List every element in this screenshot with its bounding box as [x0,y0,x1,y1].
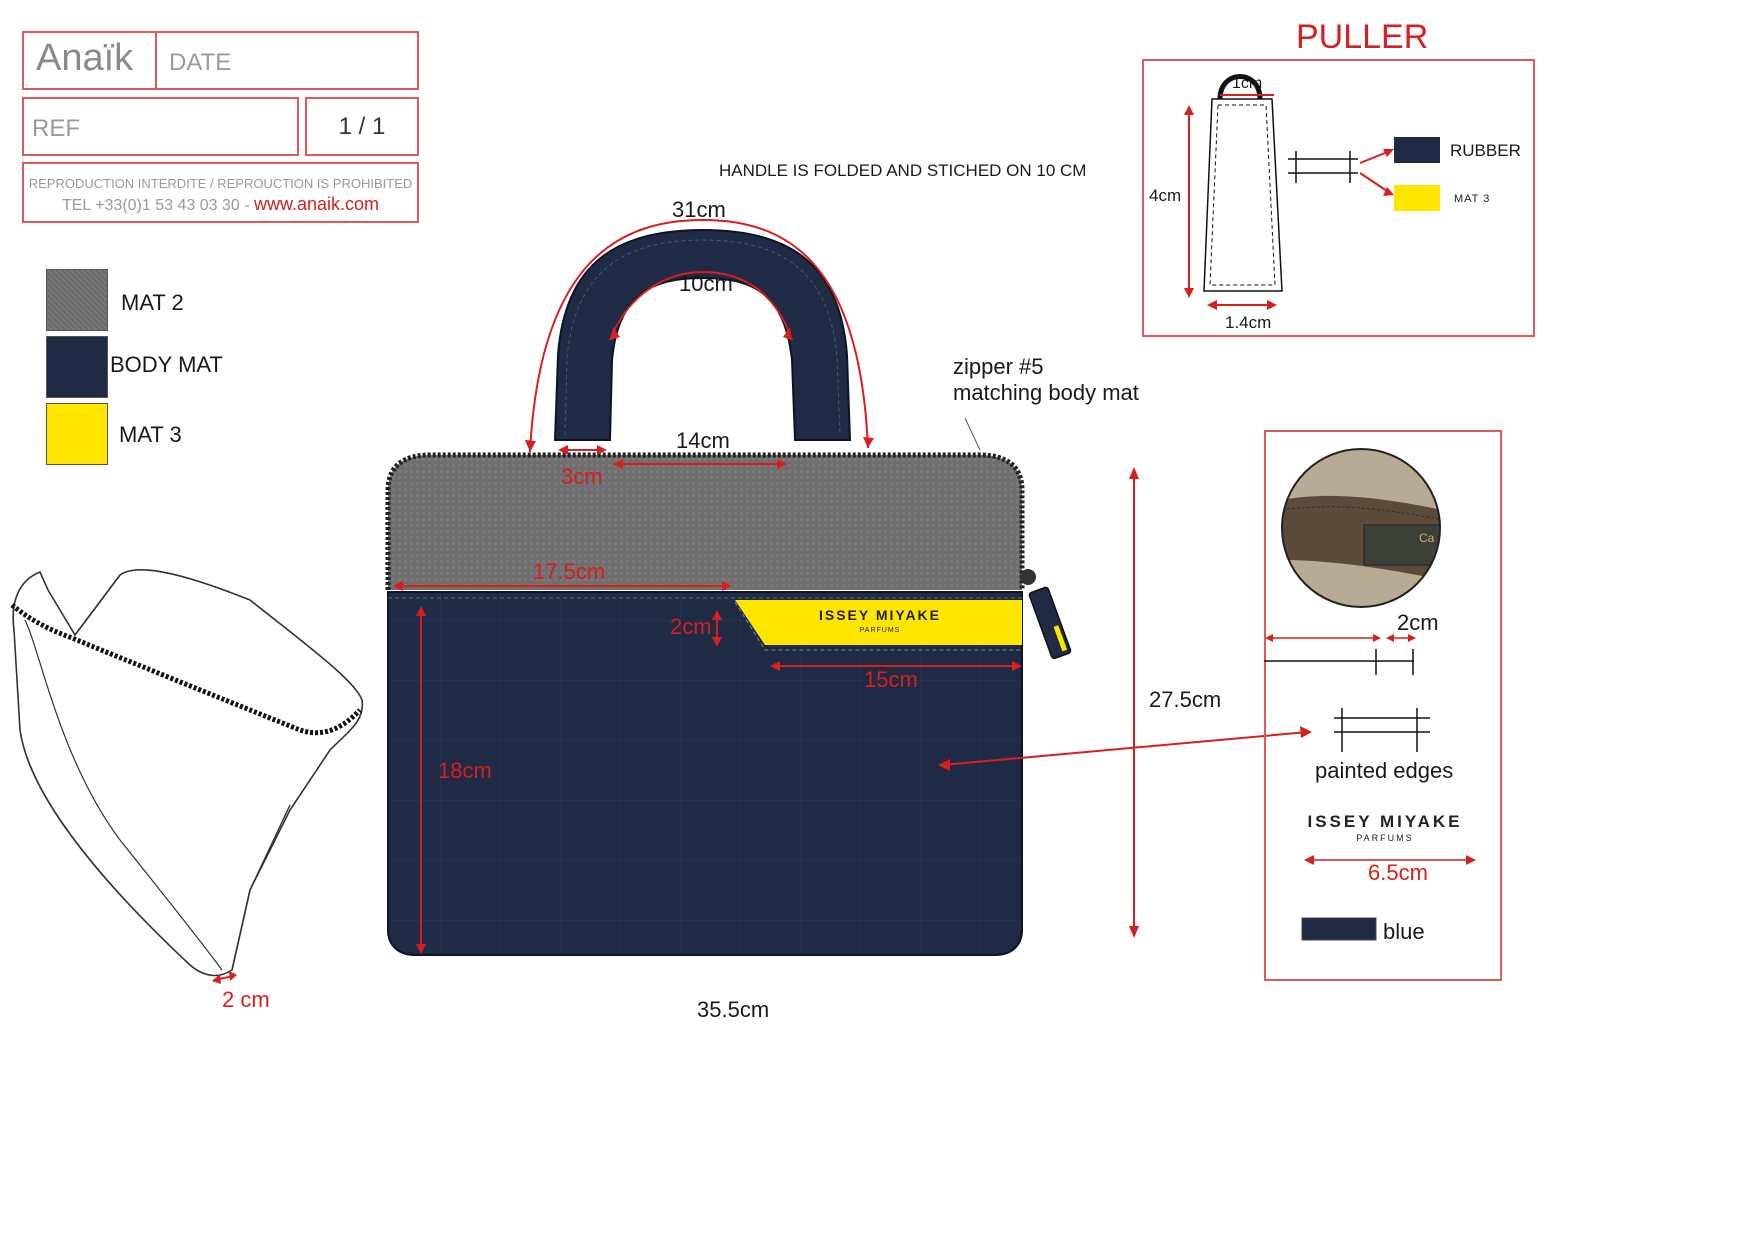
zipper-leader [964,417,981,451]
arrowhead [393,581,403,591]
arrowhead [770,661,780,671]
blue-swatch [1301,917,1377,941]
puller-stitch [1209,104,1276,286]
arrowhead [416,606,426,616]
blue-label: blue [1383,919,1425,944]
tag-text: Ca [1419,531,1435,545]
ref-box: REF [22,97,299,156]
side-view-outline [12,568,364,977]
puller-mat3-label: MAT 3 [1454,193,1491,205]
handle-inner-dim: 10cm [679,271,733,296]
zipper-note-2: matching body mat [953,380,1139,405]
arrowhead [777,459,787,469]
handle-outer-dim: 31cm [672,197,726,222]
legend-swatch-mat3 [46,403,108,465]
detail-pointer [938,726,1312,771]
zipper-edge [385,452,1025,590]
body-height-dim: 18cm [438,758,492,783]
page-number: 1 / 1 [338,113,386,140]
label-sub-text: PARFUMS [860,627,901,634]
puller-drawing [1184,74,1440,310]
leather-photo [1282,449,1440,607]
phone-text: TEL +33(0)1 53 43 03 30 - [61,197,250,214]
arrowhead [613,459,623,469]
logo-width-dim: 6.5cm [1368,860,1428,885]
label-height-dim: 2cm [670,614,712,639]
reproduction-notice: REPRODUCTION INTERDITE / REPROUCTION IS … [28,176,413,191]
total-height-dim: 27.5cm [1149,687,1222,712]
gusset-arrowhead-2 [229,971,237,981]
arrowhead [783,327,792,340]
brand-divider [155,33,157,88]
arrowhead [722,581,732,591]
handle-outer-arc [529,218,869,453]
bag-drawing: ISSEY MIYAKE PARFUMS [385,218,1072,956]
zipper-slider [1020,569,1036,585]
legend-swatch-body-mat [46,336,108,398]
edge-width-dim: 2cm [1397,610,1439,635]
total-height-arrow [1129,467,1139,938]
puller-bottom-width: 1.4cm [1225,313,1272,332]
detail-box [1264,430,1502,981]
bag-handle [553,228,852,441]
top-panel-dim: 17.5cm [533,559,606,584]
puller-body [1203,98,1283,292]
puller-top-width: 1cm [1232,75,1263,92]
arrowhead [558,445,568,455]
puller-ring [1217,74,1263,100]
date-label: DATE [169,49,232,76]
arrowhead [712,637,722,647]
side-view-zipper-2 [74,574,291,971]
contact-line: TEL +33(0)1 53 43 03 30 - www.anaik.com [24,194,417,215]
arrowhead [610,327,620,340]
gusset-label: 2 cm [222,987,270,1012]
ref-label: REF [32,115,80,142]
width-dim: 35.5cm [697,997,770,1022]
handle-stitch [564,239,841,436]
website-link[interactable]: www.anaik.com [253,194,380,214]
body-panel [387,591,1023,956]
rubber-label: RUBBER [1450,141,1521,160]
zipper-note-1: zipper #5 [953,354,1044,379]
puller-box [1142,59,1535,337]
gusset-arrowhead-1 [212,974,221,984]
arrowhead [416,944,426,954]
side-view-drawing [10,568,364,984]
handle-spacing-dim: 14cm [676,428,730,453]
detail-logo-sub: PARFUMS [1356,833,1413,843]
puller-length: 4cm [1149,186,1182,205]
arrowhead [863,437,874,448]
top-panel [388,455,1022,590]
rubber-swatch [1394,137,1440,163]
photo-ring [1281,448,1441,608]
notice-box: REPRODUCTION INTERDITE / REPROUCTION IS … [22,162,419,223]
handle-inner-arc [609,270,793,341]
detail-drawing: Ca ISSEY MIYAKE PARFUMS [1264,448,1476,941]
detail-logo-name: ISSEY MIYAKE [1307,812,1462,831]
brand-logo: Anaïk [36,37,134,79]
handle-base-dim: 3cm [561,464,603,489]
arrowhead [712,610,722,620]
handle-note: HANDLE IS FOLDED AND STICHED ON 10 CM [719,161,1087,180]
arrowhead [1012,661,1022,671]
label-brand-text: ISSEY MIYAKE [819,607,941,623]
zipper-pull-accent [1053,625,1068,652]
puller-title: PULLER [1296,18,1429,56]
legend-label-mat2: MAT 2 [121,290,184,315]
mat3-swatch [1394,185,1440,211]
legend-label-body-mat: BODY MAT [110,352,223,377]
side-view-front-edge [24,619,223,971]
page-box: 1 / 1 [305,97,419,156]
painted-edges-label: painted edges [1315,758,1454,783]
arrowhead [525,440,536,452]
legend-swatch-mat2 [46,269,108,331]
arrowhead [597,445,607,455]
legend-label-mat3: MAT 3 [119,422,182,447]
yellow-label [735,600,1022,645]
label-stitch [734,601,1022,651]
brand-box: Anaïk DATE [22,31,419,90]
label-width-dim: 15cm [864,667,918,692]
